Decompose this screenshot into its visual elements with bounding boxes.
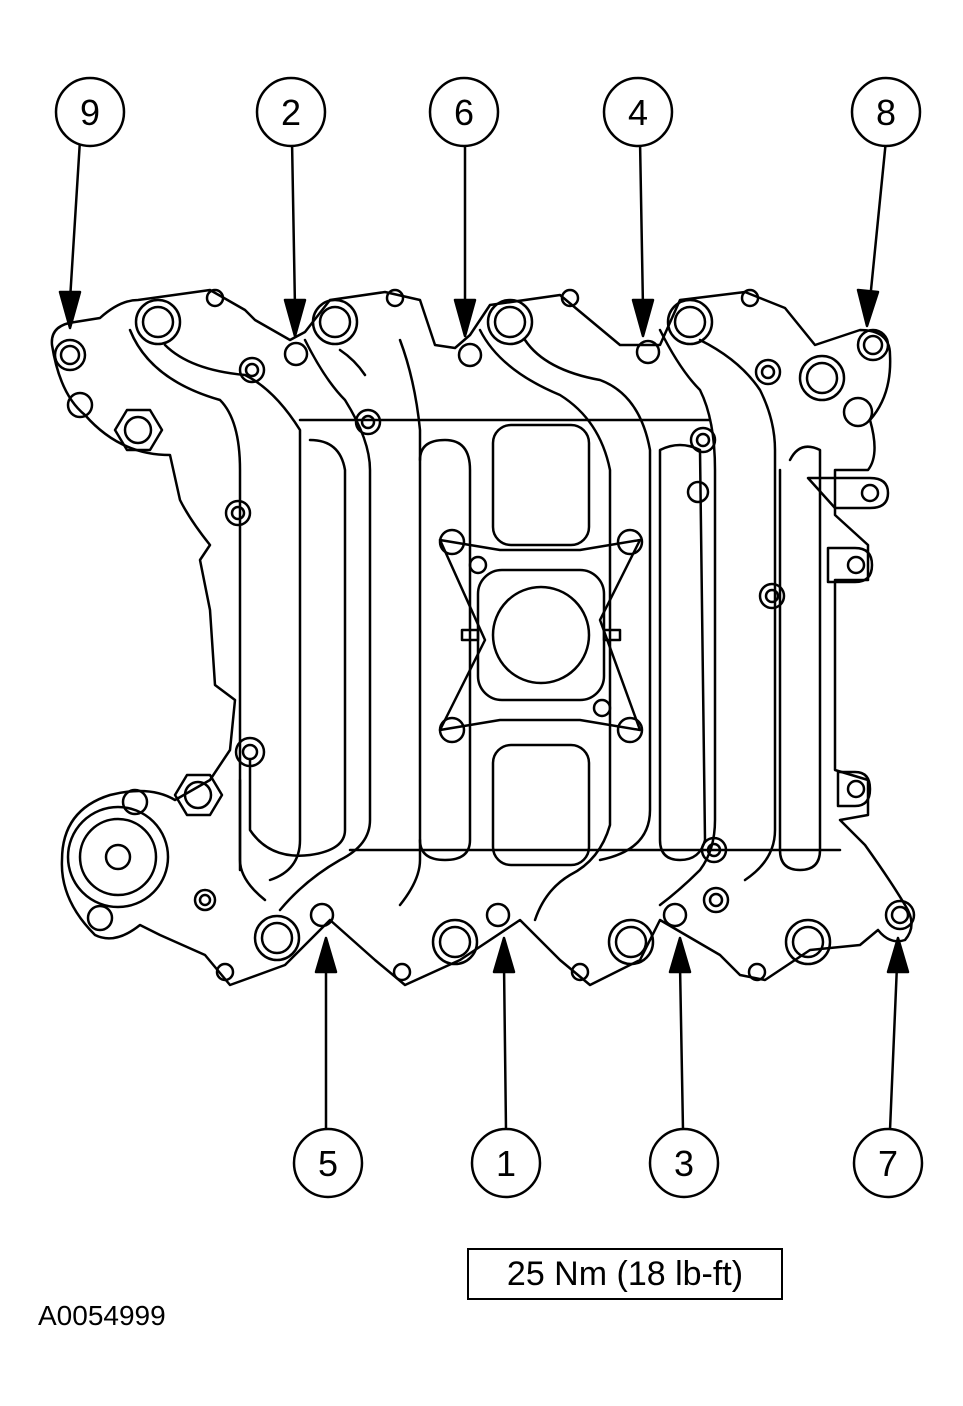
coolant-outlet: [66, 788, 170, 932]
callout-3: 3: [648, 1127, 720, 1199]
callout-label: 6: [454, 92, 474, 133]
callout-label: 1: [496, 1143, 516, 1184]
callout-label: 7: [878, 1143, 898, 1184]
plenum-window-upper: [491, 423, 591, 547]
callout-2: 2: [255, 76, 327, 148]
bolt-1: [485, 902, 511, 928]
callout-label: 5: [318, 1143, 338, 1184]
bolt-holes: [53, 328, 916, 931]
torque-spec-text: 25 Nm (18 lb-ft): [506, 1254, 744, 1293]
leader-lines: [58, 138, 910, 1132]
clip-pins: [205, 288, 767, 982]
right-brackets: [806, 396, 890, 808]
manifold-outline: [50, 288, 913, 987]
callout-9: 9: [54, 76, 126, 148]
figure-id: A0054999: [38, 1300, 166, 1331]
callout-label: 2: [281, 92, 301, 133]
plenum-window-lower: [491, 743, 591, 867]
bolt-8: [856, 328, 890, 362]
callout-label: 4: [628, 92, 648, 133]
sensor-studs: [193, 356, 786, 914]
throttle-body-mount: [438, 528, 644, 744]
callout-8: 8: [850, 76, 922, 148]
callout-label: 9: [80, 92, 100, 133]
callout-6: 6: [428, 76, 500, 148]
callout-5: 5: [292, 1127, 364, 1199]
bolt-3: [662, 902, 688, 928]
intake-runners: [128, 328, 842, 922]
bolt-5: [309, 902, 335, 928]
callout-label: 8: [876, 92, 896, 133]
bolt-7: [884, 899, 916, 931]
torque-spec-box: 25 Nm (18 lb-ft): [467, 1248, 783, 1300]
bolt-9: [53, 338, 87, 372]
callout-4: 4: [602, 76, 674, 148]
bolt-4: [635, 339, 661, 365]
hex-nuts: [113, 408, 224, 817]
callout-7: 7: [852, 1127, 924, 1199]
callout-1: 1: [470, 1127, 542, 1199]
callout-label: 3: [674, 1143, 694, 1184]
bolt-2: [283, 341, 309, 367]
port-bosses: [134, 298, 846, 966]
bolt-6: [457, 342, 483, 368]
